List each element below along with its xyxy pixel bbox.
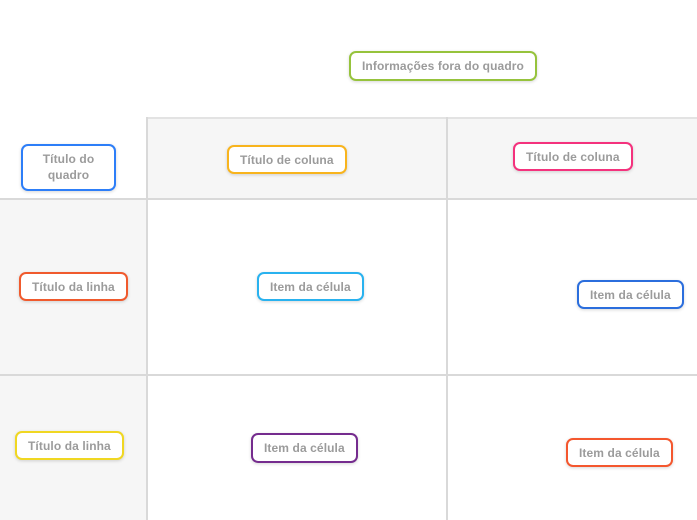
cell-item-box-3[interactable]: Item da célula: [251, 433, 358, 463]
cell-item-box-4[interactable]: Item da célula: [566, 438, 673, 467]
outside-info-box[interactable]: Informações fora do quadro: [349, 51, 537, 81]
grid-horizontal-line-1: [0, 198, 697, 200]
grid-top-border-line: [147, 117, 697, 119]
row-title-box-2[interactable]: Título da linha: [15, 431, 124, 460]
column-title-box-1[interactable]: Título de coluna: [227, 145, 347, 174]
frame-title-box[interactable]: Título do quadro: [21, 144, 116, 191]
grid-horizontal-line-2: [0, 374, 697, 376]
cell-item-box-1[interactable]: Item da célula: [257, 272, 364, 301]
grid-row-header-column-band: [0, 199, 147, 520]
grid-vertical-line-1: [146, 117, 148, 520]
column-title-box-2[interactable]: Título de coluna: [513, 142, 633, 171]
cell-item-box-2[interactable]: Item da célula: [577, 280, 684, 309]
grid-vertical-line-2: [446, 117, 448, 520]
row-title-box-1[interactable]: Título da linha: [19, 272, 128, 301]
